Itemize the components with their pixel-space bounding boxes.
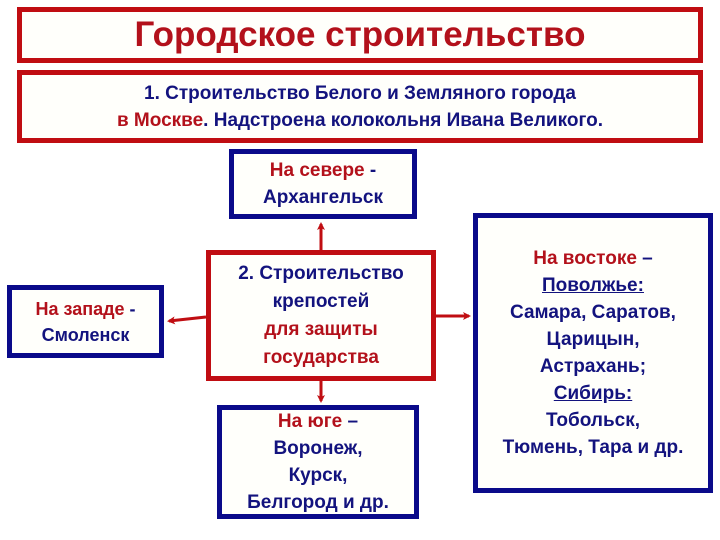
moscow-highlight: в Москве (116, 109, 204, 131)
arrow-west (167, 315, 207, 325)
south-direction: На юге (277, 411, 343, 432)
south-line-4: Белгород и др. (247, 492, 389, 513)
east-dash: – (636, 248, 653, 269)
east-line-7: Тобольск, (546, 410, 640, 431)
east-line-3: Самара, Саратов, (510, 302, 676, 323)
moscow-line-2: в Москве. Надстроена колокольня Ивана Ве… (117, 107, 603, 134)
moscow-line-1: 1. Строительство Белого и Земляного горо… (144, 82, 576, 104)
center-line-3: для защиты (264, 318, 378, 340)
west-box: На западе - Смоленск (7, 285, 164, 358)
south-line-3: Курск, (288, 465, 348, 486)
north-city: Архангельск (263, 187, 383, 208)
moscow-line-2-rest: . Надстроена колокольня Ивана Великого. (203, 109, 604, 131)
center-line-2: крепостей (272, 290, 370, 312)
east-region-volga: Поволжье: (542, 275, 644, 296)
east-line-8: Тюмень, Тара и др. (502, 437, 684, 458)
fortress-construction-box: 2. Строительство крепостей для защиты го… (206, 250, 436, 381)
west-heading: На западе - (35, 296, 135, 322)
south-heading: На юге – (278, 408, 358, 435)
west-dash: - (124, 298, 136, 319)
page-title: Городское строительство (17, 7, 703, 63)
moscow-construction-box: 1. Строительство Белого и Земляного горо… (17, 70, 703, 143)
east-line-5: Астрахань; (539, 356, 647, 377)
west-direction: На западе (35, 298, 125, 319)
north-direction: На севере (269, 160, 365, 181)
south-dash: – (342, 411, 359, 432)
north-heading: На севере - (270, 157, 376, 184)
east-direction: На востоке (533, 248, 637, 269)
east-region-siberia: Сибирь: (553, 383, 633, 404)
east-heading: На востоке – (533, 245, 653, 272)
east-line-4: Царицын, (546, 329, 640, 350)
north-dash: - (364, 160, 377, 181)
title-text: Городское строительство (134, 15, 586, 54)
east-box: На востоке – Поволжье: Самара, Саратов, … (473, 213, 713, 493)
north-box: На севере - Архангельск (229, 149, 417, 219)
south-box: На юге – Воронеж, Курск, Белгород и др. (217, 405, 419, 519)
south-line-2: Воронеж, (273, 438, 363, 459)
center-line-1: 2. Строительство (238, 262, 404, 284)
west-city: Смоленск (41, 324, 130, 345)
center-line-4: государства (263, 346, 379, 368)
